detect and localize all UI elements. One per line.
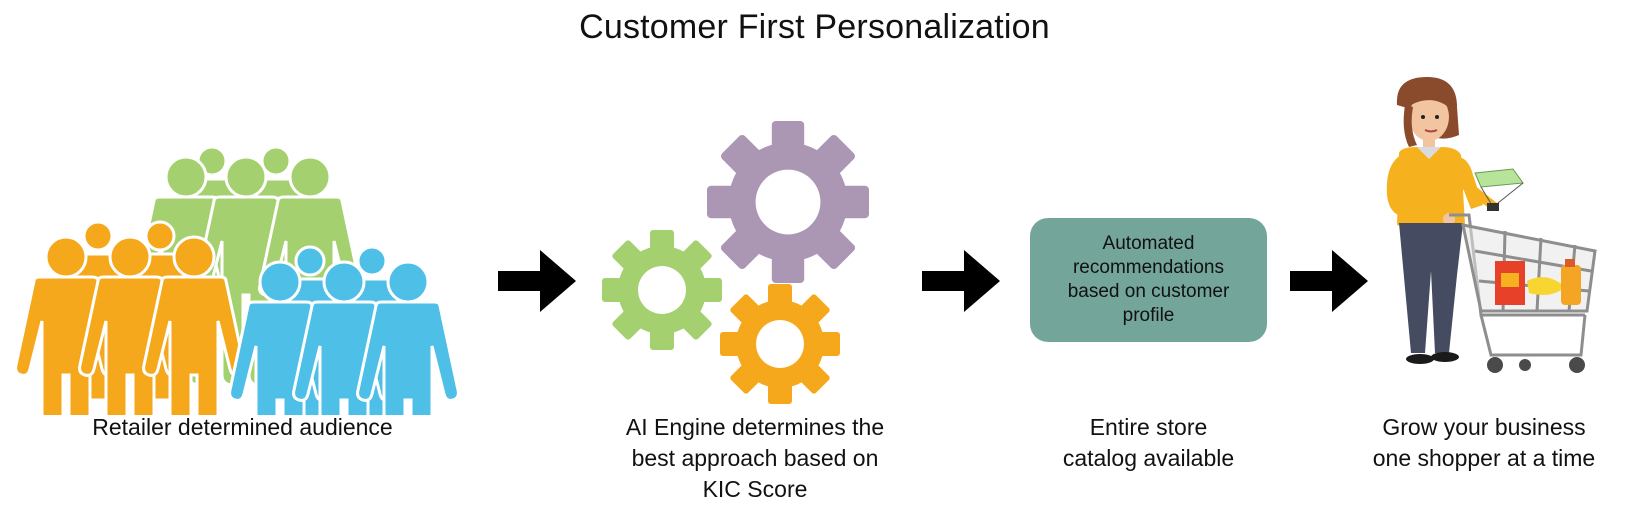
diagram-title: Customer First Personalization [579, 8, 1050, 46]
step-caption-grow-business: Grow your business one shopper at a time [1372, 414, 1596, 471]
step-caption-ai-engine: AI Engine determines the best approach b… [625, 414, 885, 502]
recommendations-box: Automated recommendations based on custo… [1030, 218, 1267, 342]
step-caption-audience: Retailer determined audience [92, 414, 393, 440]
shopper-with-cart-icon [1386, 77, 1597, 373]
arrow-right-icon [498, 250, 576, 312]
arrow-right-icon [922, 250, 1000, 312]
people-crowd-icon [14, 145, 460, 415]
arrow-right-icon [1290, 250, 1368, 312]
gears-icon [600, 120, 890, 410]
step-caption-catalog: Entire store catalog available [1062, 414, 1235, 471]
